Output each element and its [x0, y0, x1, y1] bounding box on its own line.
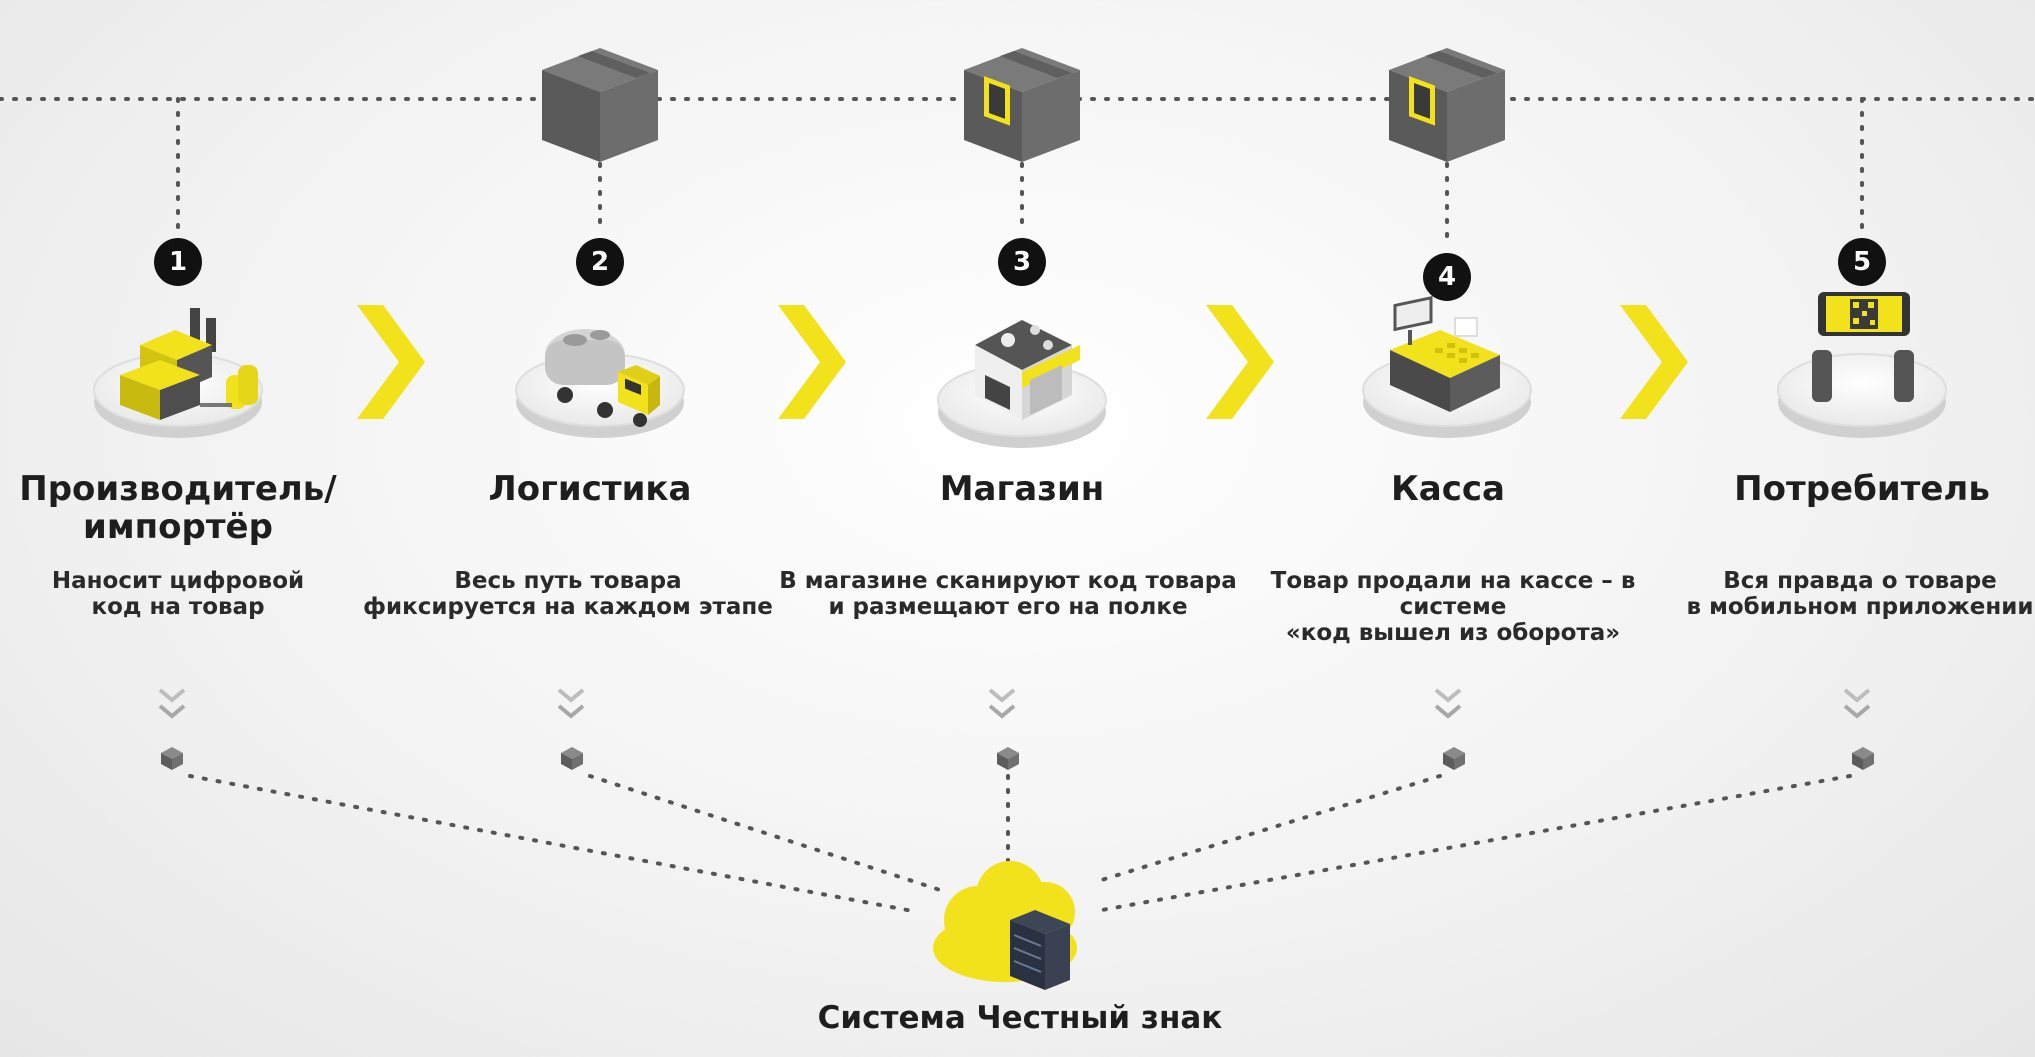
stage-title-1: Производитель/ импортёр	[19, 469, 337, 547]
cloud-server-icon	[933, 861, 1077, 990]
down-chevrons	[158, 688, 1871, 718]
arrow-3	[1206, 305, 1274, 419]
stage-title-2: Логистика	[488, 469, 692, 509]
system-connectors	[188, 774, 1852, 914]
arrow-1	[357, 305, 425, 419]
arrow-2	[778, 305, 846, 419]
platform-5	[1777, 353, 1947, 439]
stage-desc-2: Весь путь товара фиксируется на каждом э…	[363, 568, 773, 620]
stage-desc-4: Товар продали на кассе – в системе «код …	[1270, 568, 1636, 646]
stage-title-4: Касса	[1391, 469, 1505, 509]
stage-number-4: 4	[1423, 253, 1471, 301]
cash-register-icon	[1390, 296, 1500, 412]
box-icon-qr-2	[1389, 48, 1505, 162]
stage-desc-5: Вся правда о товаре в мобильном приложен…	[1686, 568, 2034, 620]
arrow-4	[1620, 305, 1688, 419]
vertical-connectors	[176, 97, 1864, 247]
stage-number-2: 2	[576, 238, 624, 286]
flow-arrows	[357, 305, 1688, 419]
stage-number-3: 3	[998, 238, 1046, 286]
store-icon	[975, 320, 1080, 420]
system-label: Система Честный знак	[817, 1000, 1223, 1036]
stage-number-1: 1	[154, 238, 202, 286]
stage-desc-3: В магазине сканируют код товара и размещ…	[779, 568, 1237, 620]
box-icon-plain	[542, 48, 658, 162]
stage-number-5: 5	[1838, 238, 1886, 286]
stage-title-5: Потребитель	[1734, 469, 1990, 509]
box-icon-qr-1	[964, 48, 1080, 162]
phone-scan-icon	[1812, 292, 1914, 402]
small-cubes	[161, 747, 1874, 770]
stage-desc-1: Наносит цифровой код на товар	[51, 568, 305, 620]
stage-title-3: Магазин	[939, 469, 1105, 509]
truck-icon	[545, 329, 660, 427]
factory-icon	[120, 308, 258, 420]
